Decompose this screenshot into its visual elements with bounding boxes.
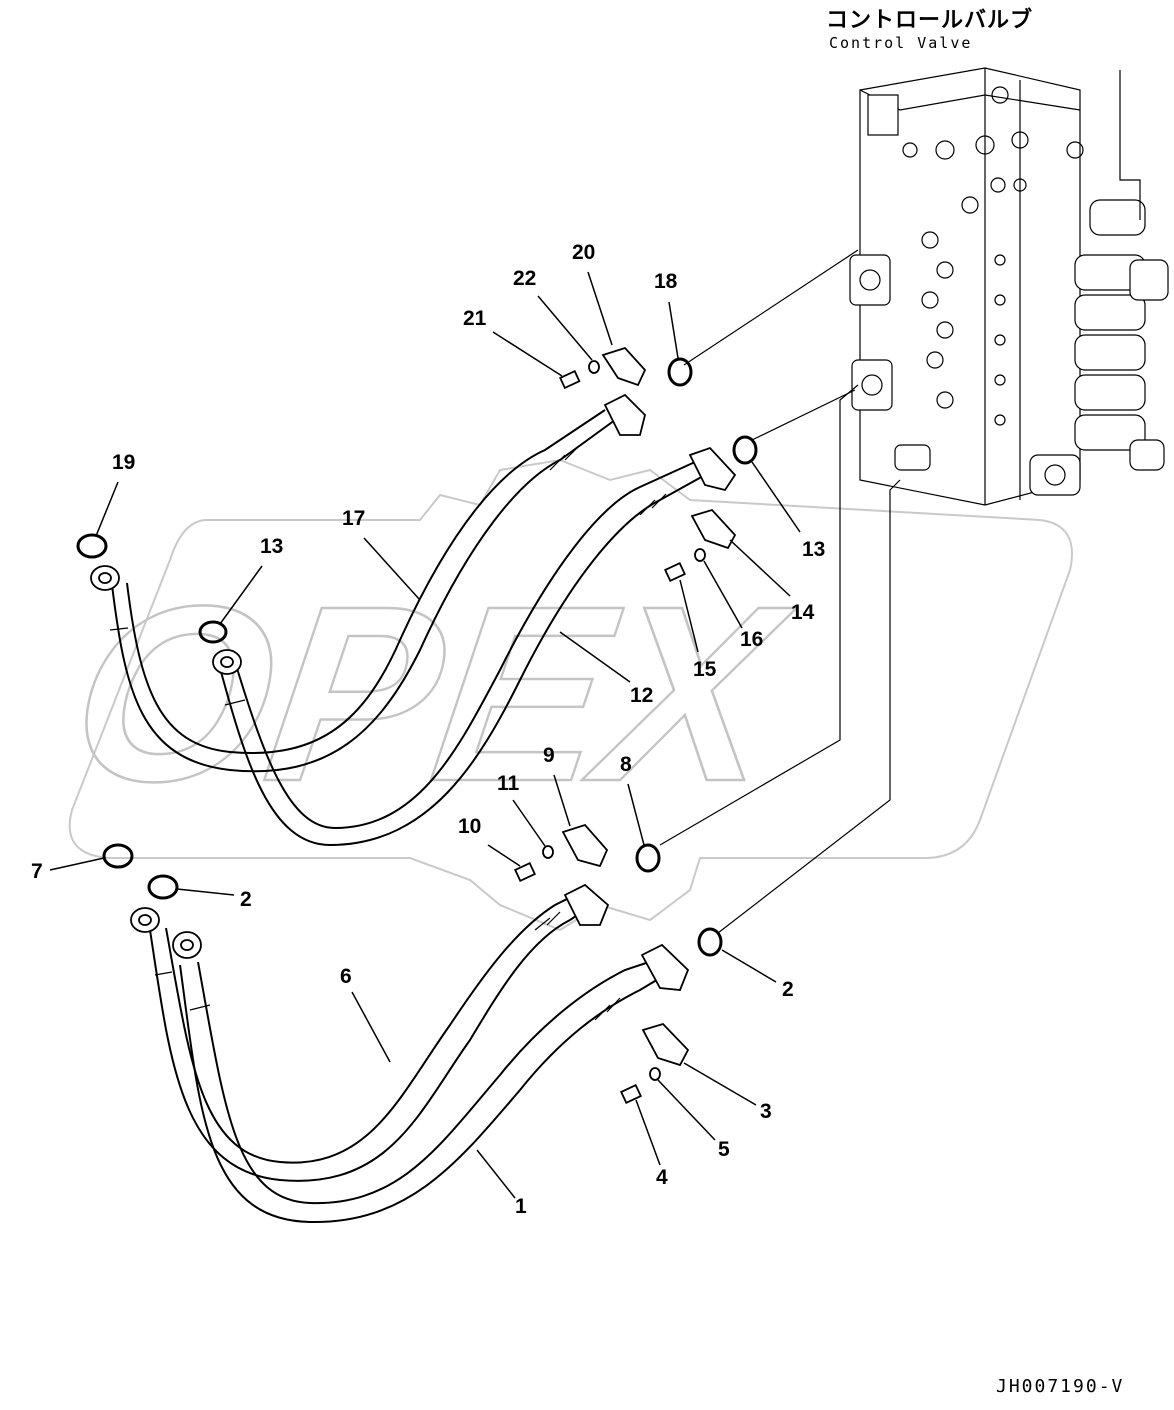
title-english: Control Valve — [829, 34, 973, 52]
leader-lines — [49, 271, 801, 1199]
hose-17 — [111, 419, 616, 773]
callout-9: 9 — [543, 744, 555, 767]
callout-4: 4 — [656, 1166, 668, 1189]
hose-icon — [109, 409, 706, 1224]
washer-22 — [588, 360, 600, 374]
callout-3: 3 — [760, 1100, 772, 1123]
bolt-4 — [620, 1083, 642, 1105]
callout-1: 1 — [515, 1195, 527, 1218]
callout-13-right: 13 — [802, 538, 825, 561]
callout-22: 22 — [513, 267, 536, 290]
o-ring-2b — [697, 927, 723, 957]
flange-20 — [601, 346, 647, 387]
bolt-21 — [559, 369, 581, 390]
callout-14: 14 — [791, 601, 815, 624]
valve-side-details — [921, 231, 1006, 426]
valve-ports-left — [849, 254, 1081, 496]
bolt-15 — [664, 561, 686, 583]
callout-13-left: 13 — [260, 535, 283, 558]
hose-1 — [179, 964, 666, 1224]
o-ring-18 — [667, 357, 693, 387]
callout-21: 21 — [463, 307, 487, 330]
washer-16 — [694, 548, 706, 562]
callout-12: 12 — [630, 684, 653, 707]
callout-labels: 19 13 17 21 22 20 18 13 14 16 15 12 9 8 … — [31, 241, 825, 1218]
washer-5 — [649, 1067, 661, 1081]
callout-6: 6 — [340, 965, 352, 988]
watermark: OPEX — [57, 458, 1073, 932]
callout-18: 18 — [654, 270, 678, 293]
drawing-number: JH007190-V — [996, 1376, 1125, 1397]
callout-5: 5 — [718, 1138, 730, 1161]
callout-2-left: 2 — [240, 888, 252, 911]
washer-11 — [542, 845, 554, 859]
o-ring-13b — [732, 435, 758, 465]
callout-19: 19 — [112, 451, 135, 474]
hose-12 — [219, 474, 706, 847]
o-ring-icon — [76, 357, 758, 957]
callout-15: 15 — [693, 658, 717, 681]
callout-17: 17 — [342, 507, 365, 530]
control-valve-icon — [849, 67, 1169, 506]
o-ring-2a — [147, 874, 179, 900]
o-ring-7 — [102, 843, 134, 869]
o-ring-13a — [198, 620, 228, 644]
o-ring-8 — [635, 843, 661, 873]
callout-20: 20 — [572, 241, 595, 264]
flange-14 — [690, 508, 737, 550]
watermark-gear-outline — [68, 458, 1073, 932]
flange-9 — [561, 823, 609, 868]
reference-lines — [659, 249, 901, 934]
o-ring-19 — [76, 533, 108, 559]
washer-icon — [542, 360, 706, 1081]
flange-3 — [641, 1022, 690, 1067]
callout-2-right: 2 — [782, 978, 794, 1001]
callout-8: 8 — [620, 753, 632, 776]
bolt-10 — [514, 861, 536, 883]
callout-7: 7 — [31, 860, 43, 883]
hose-fittings — [90, 393, 737, 991]
split-flange-icon — [561, 346, 737, 1067]
callout-16: 16 — [740, 628, 763, 651]
watermark-text: OPEX — [58, 555, 805, 834]
hose-6 — [149, 909, 586, 1182]
valve-spool-row-right — [1074, 199, 1169, 471]
bolt-icon — [514, 369, 686, 1105]
callout-10: 10 — [458, 815, 481, 838]
callout-11: 11 — [497, 772, 520, 795]
title-japanese: コントロールバルブ — [826, 8, 1034, 33]
